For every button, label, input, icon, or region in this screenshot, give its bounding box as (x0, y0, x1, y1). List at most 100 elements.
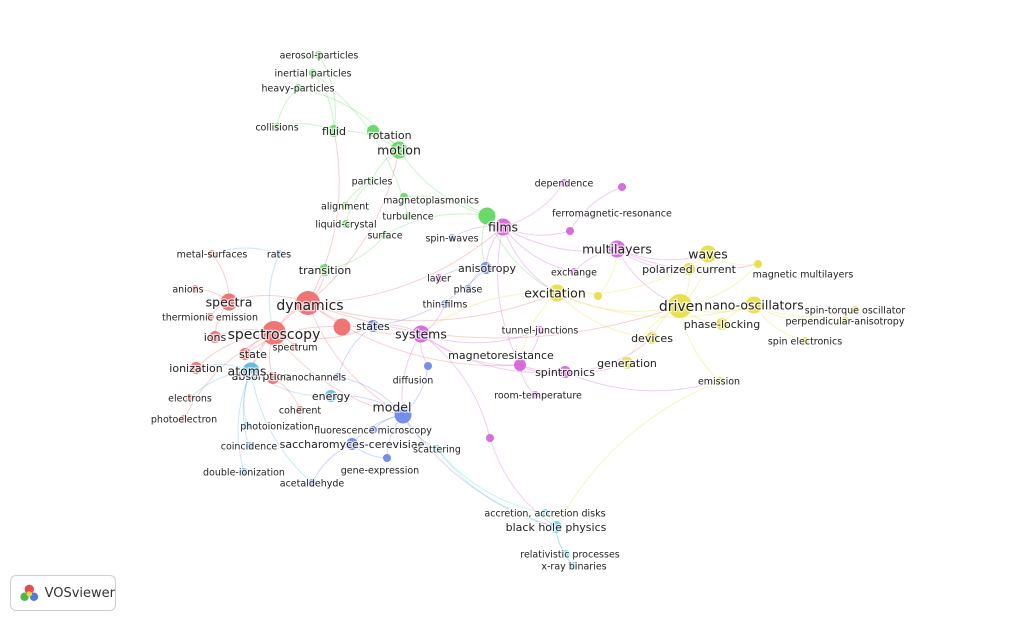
node-waves[interactable] (699, 245, 717, 263)
node-photoionization[interactable] (243, 422, 251, 430)
node-black-hole-physics[interactable] (550, 521, 562, 533)
node-nanochannels[interactable] (334, 373, 342, 381)
label-thin-films[interactable]: thin-films (421, 298, 468, 312)
node-spintronics[interactable] (559, 366, 571, 378)
label-phase[interactable]: phase (452, 283, 483, 297)
node-relativistic-processes[interactable] (562, 550, 570, 558)
label-ions[interactable]: ions (203, 330, 228, 346)
label-films[interactable]: films (487, 218, 520, 236)
label-liquid-crystal[interactable]: liquid-crystal (314, 218, 378, 232)
label-devices[interactable]: devices (630, 331, 675, 347)
node-spectrum[interactable] (291, 343, 299, 351)
label-spintronics[interactable]: spintronics (534, 365, 597, 381)
node-acetaldehyde[interactable] (308, 479, 316, 487)
node-phase[interactable] (464, 285, 472, 293)
node-exchange[interactable] (570, 268, 578, 276)
node-magenta-extra[interactable] (618, 183, 626, 191)
node-alignment[interactable] (341, 202, 349, 210)
node-heavy-particles[interactable] (294, 84, 302, 92)
label-saccharomyces-cerevisiae[interactable]: saccharomyces-cerevisiae (278, 437, 425, 453)
label-x-ray-binaries[interactable]: x-ray binaries (540, 560, 608, 574)
label-multilayers[interactable]: multilayers (581, 240, 653, 258)
node-thermionic-emission[interactable] (206, 313, 214, 321)
node-devices[interactable] (646, 332, 658, 344)
node-excitation[interactable] (548, 284, 566, 302)
node-diffusion[interactable] (424, 362, 432, 370)
node-multilayers[interactable] (608, 240, 626, 258)
node-red-hub[interactable] (333, 318, 351, 336)
label-excitation[interactable]: excitation (523, 284, 587, 302)
node-dynamics[interactable] (296, 291, 320, 315)
label-diffusion[interactable]: diffusion (391, 374, 434, 388)
label-states[interactable]: states (355, 319, 391, 335)
node-transition[interactable] (319, 264, 331, 276)
node-thin-films[interactable] (441, 300, 449, 308)
label-inertial-particles[interactable]: inertial particles (273, 67, 353, 81)
label-electrons[interactable]: electrons (167, 392, 213, 406)
node-driven[interactable] (668, 294, 692, 318)
label-phase-locking[interactable]: phase-locking (683, 317, 762, 333)
node-x-ray-binaries[interactable] (570, 562, 578, 570)
label-polarized-current[interactable]: polarized current (641, 262, 738, 278)
node-liquid-crystal[interactable] (342, 220, 350, 228)
label-aerosol-particles[interactable]: aerosol-particles (278, 49, 359, 63)
node-gene-expression[interactable] (383, 454, 391, 462)
label-spectroscopy[interactable]: spectroscopy (226, 326, 321, 345)
label-spectra[interactable]: spectra (204, 293, 253, 311)
label-absorption[interactable]: absorption (230, 369, 291, 385)
label-dynamics[interactable]: dynamics (275, 297, 345, 316)
node-spin-electronics[interactable] (801, 337, 809, 345)
node-fluid[interactable] (328, 125, 340, 137)
label-state[interactable]: state (238, 347, 269, 363)
node-yellow-extra[interactable] (594, 292, 602, 300)
node-metal-surfaces[interactable] (208, 250, 216, 258)
label-relativistic-processes[interactable]: relativistic processes (519, 548, 621, 562)
node-polarized-current[interactable] (683, 263, 695, 275)
label-tunnel-junctions[interactable]: tunnel-junctions (500, 324, 579, 338)
node-particles[interactable] (368, 177, 376, 185)
label-turbulence[interactable]: turbulence (381, 210, 435, 224)
node-rates[interactable] (275, 250, 283, 258)
node-anions[interactable] (191, 285, 199, 293)
label-accretion-disks[interactable]: accretion, accretion disks (483, 507, 607, 521)
node-ionization[interactable] (190, 362, 202, 374)
node-spin-torque-oscillator[interactable] (851, 306, 859, 314)
label-driven[interactable]: driven (658, 298, 705, 317)
label-transition[interactable]: transition (298, 263, 353, 279)
label-atoms[interactable]: atoms (226, 362, 267, 380)
node-magenta-dot[interactable] (486, 434, 494, 442)
node-energy[interactable] (325, 390, 337, 402)
node-accretion-disks[interactable] (541, 509, 549, 517)
node-atoms[interactable] (242, 362, 260, 380)
node-perpendicular-anisotropy[interactable] (841, 317, 849, 325)
label-rates[interactable]: rates (266, 248, 293, 262)
label-perpendicular-anisotropy[interactable]: perpendicular-anisotropy (784, 315, 906, 329)
label-fluorescence-microscopy[interactable]: fluorescence microscopy (313, 424, 434, 438)
label-spin-electronics[interactable]: spin electronics (767, 335, 844, 349)
node-absorption[interactable] (267, 372, 279, 384)
label-alignment[interactable]: alignment (320, 200, 371, 214)
label-ferromagnetic-resonance[interactable]: ferromagnetic-resonance (551, 207, 673, 221)
node-magnetoplasmonics[interactable] (400, 193, 408, 201)
node-emission[interactable] (716, 377, 724, 385)
label-nanochannels[interactable]: nanochannels (279, 371, 348, 385)
label-heavy-particles[interactable]: heavy-particles (260, 82, 336, 96)
node-coincidence[interactable] (245, 442, 253, 450)
label-systems[interactable]: systems (394, 325, 448, 343)
node-state[interactable] (239, 348, 251, 360)
node-scattering[interactable] (433, 445, 441, 453)
node-spectra[interactable] (220, 293, 238, 311)
label-magnetic-multilayers[interactable]: magnetic multilayers (751, 268, 854, 282)
node-green-hub[interactable] (478, 207, 496, 225)
label-photoionization[interactable]: photoionization (239, 420, 315, 434)
node-nano-oscillators[interactable] (745, 296, 763, 314)
label-model[interactable]: model (371, 398, 412, 416)
label-spectrum[interactable]: spectrum (271, 341, 318, 355)
node-saccharomyces-cerevisiae[interactable] (346, 438, 358, 450)
node-magnetoresistance[interactable] (514, 359, 526, 371)
node-motion[interactable] (390, 141, 408, 159)
label-magnetoresistance[interactable]: magnetoresistance (447, 348, 555, 364)
label-energy[interactable]: energy (311, 389, 352, 405)
label-black-hole-physics[interactable]: black hole physics (504, 520, 608, 536)
label-room-temperature[interactable]: room-temperature (493, 389, 583, 403)
